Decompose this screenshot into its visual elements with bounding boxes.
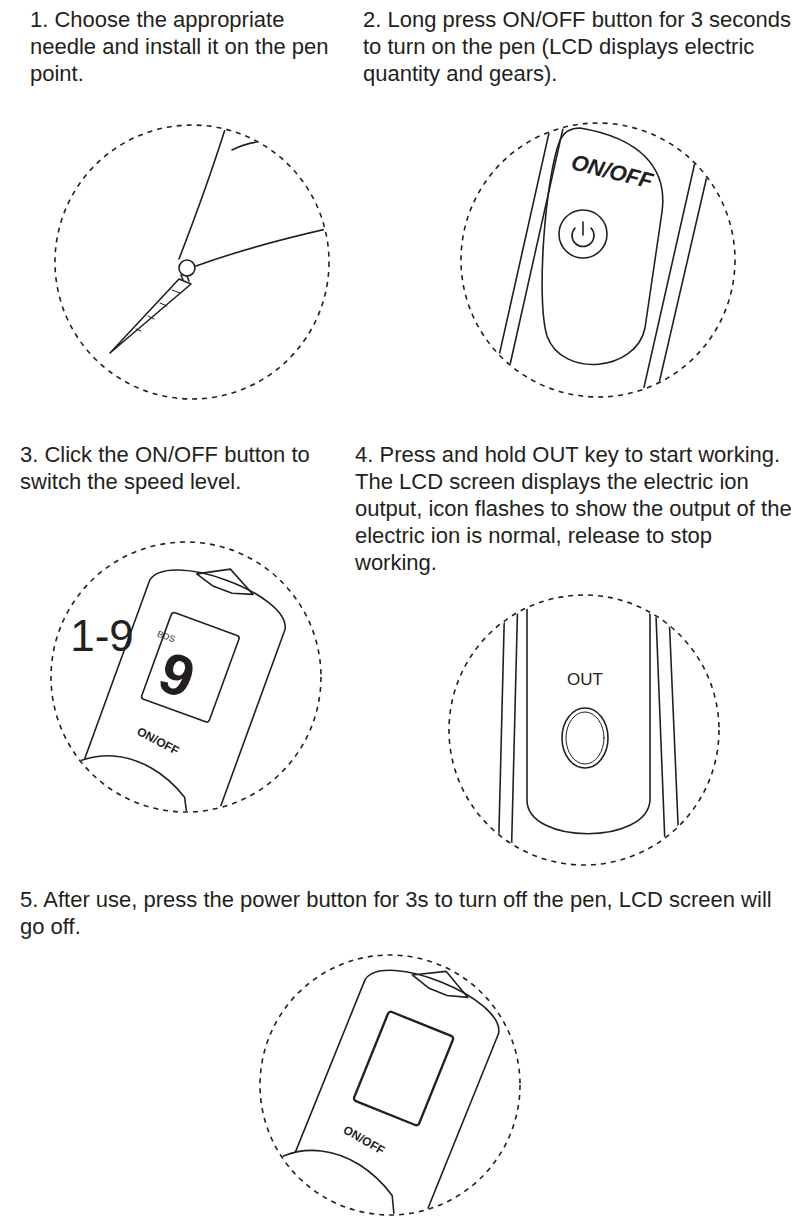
pen-cap-arrow — [410, 960, 474, 1003]
pen-off — [247, 933, 512, 1223]
circle-outline — [260, 955, 520, 1215]
device-label: ON/OFF — [341, 1123, 386, 1156]
step-instruction: 5. After use, press the power button for… — [20, 886, 790, 940]
power-icon — [582, 222, 584, 235]
step-panel: 2. Long press ON/OFF button for 3 second… — [363, 6, 795, 397]
circle-outline — [55, 125, 329, 399]
device-label: ON/OFF — [135, 725, 181, 757]
thumb — [43, 735, 214, 851]
power-button — [559, 210, 607, 258]
needle-texture — [136, 290, 180, 331]
out-panel — [498, 590, 680, 870]
dashed-circle — [447, 593, 721, 867]
needle-ball — [179, 260, 195, 276]
device-label: OUT — [567, 671, 603, 688]
needle — [110, 279, 191, 353]
dashed-circle — [53, 123, 331, 401]
button-panel — [527, 600, 650, 834]
step-instruction: 4. Press and hold OUT key to start worki… — [355, 441, 795, 576]
pen-outline — [179, 120, 228, 259]
pen-tip — [110, 120, 340, 353]
pen-lcd — [43, 536, 298, 855]
lcd-screen — [141, 612, 240, 723]
out-button-rim — [566, 712, 604, 764]
lcd-screen — [353, 1011, 454, 1126]
circle-outline — [461, 123, 735, 397]
thumb — [247, 1128, 423, 1223]
step-instruction: 1. Choose the appropriate needle and ins… — [30, 6, 350, 87]
pen-cap-arrow — [195, 559, 259, 600]
step-instruction: 3. Click the ON/OFF button to switch the… — [20, 441, 350, 495]
step-instruction: 2. Long press ON/OFF button for 3 second… — [363, 6, 795, 87]
step-panel: 3. Click the ON/OFF button to switch the… — [20, 441, 350, 812]
dashed-circle — [258, 953, 522, 1217]
circle-outline — [51, 542, 321, 812]
pen-body — [74, 556, 294, 837]
pen-edge — [498, 590, 518, 870]
pen-outline — [196, 226, 340, 266]
device-label: ON/OFF — [569, 151, 655, 192]
power-panel — [488, 115, 713, 405]
step-panel: 5. After use, press the power button for… — [20, 886, 790, 1215]
device-label: 9 — [152, 642, 202, 708]
out-button — [562, 708, 608, 768]
circle-outline — [449, 595, 719, 865]
step-panel: 4. Press and hold OUT key to start worki… — [355, 441, 795, 865]
step-panel: 1. Choose the appropriate needle and ins… — [30, 6, 350, 399]
button-panel — [542, 128, 663, 364]
device-label: 1-9 — [70, 614, 134, 658]
